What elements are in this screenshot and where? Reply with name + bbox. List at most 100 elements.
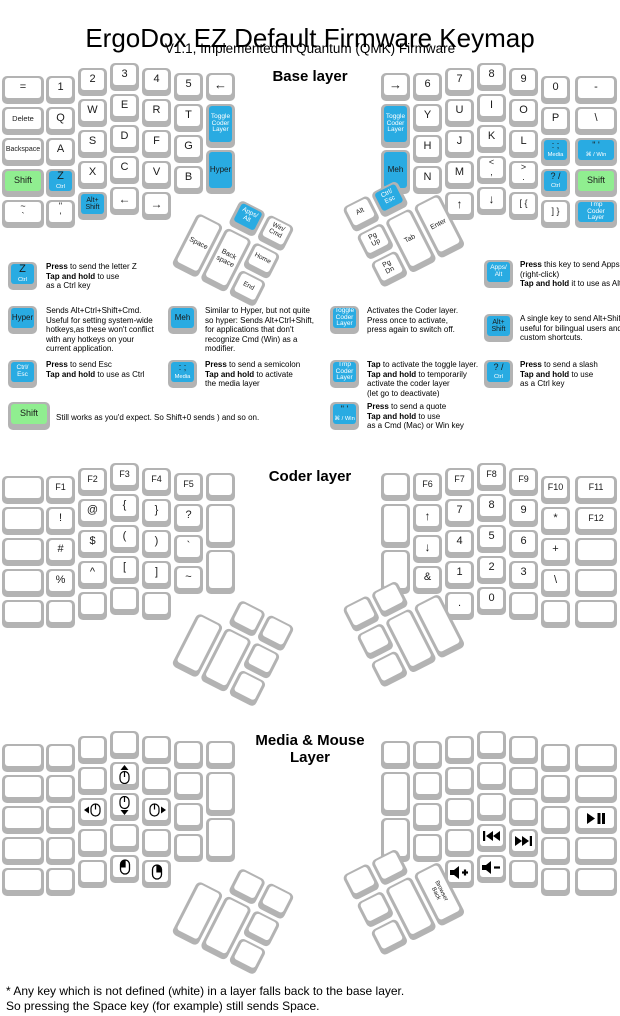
key-label: → xyxy=(389,77,402,93)
key-3: 3 xyxy=(110,63,139,91)
prev-track-icon xyxy=(483,831,500,841)
key-symbol: ) xyxy=(142,530,171,558)
key-face: I xyxy=(480,96,503,116)
key-blank xyxy=(509,798,538,826)
key-label: Apps/ Alt xyxy=(240,206,259,224)
key-label: Z xyxy=(57,171,64,183)
key-label: 6 xyxy=(520,535,527,548)
key-label: \ xyxy=(553,574,558,587)
key-q: Q xyxy=(46,107,75,135)
key-label: * xyxy=(553,512,558,525)
key-face xyxy=(113,589,136,609)
key-label: @ xyxy=(86,504,99,517)
key-shift: Shift xyxy=(575,169,617,197)
key-face: Toggle Coder Layer xyxy=(384,106,407,142)
key-label: Hyper xyxy=(11,312,34,322)
key-next-track xyxy=(509,829,538,857)
key-face xyxy=(448,800,471,820)
key-label: ] xyxy=(154,566,159,579)
key-symbol: ] xyxy=(142,561,171,589)
key-label: P xyxy=(551,112,560,125)
key-face: " ' xyxy=(49,202,72,222)
key-face: F1 xyxy=(49,478,72,498)
key-symbol: > . xyxy=(509,161,538,189)
key-face: ( xyxy=(113,527,136,547)
key-label: > . xyxy=(520,163,527,182)
key-label: Pg Up xyxy=(367,231,382,249)
key-blank xyxy=(509,736,538,764)
key-blank xyxy=(142,829,171,857)
key-face: K xyxy=(480,127,503,147)
key-label: 4 xyxy=(456,535,463,548)
key-label: Meh xyxy=(387,164,404,174)
key-blank xyxy=(575,775,617,803)
key-blank xyxy=(206,772,235,816)
key-face: < , xyxy=(480,158,503,178)
key-f2: F2 xyxy=(78,468,107,496)
key-label: Tmp Coder Layer xyxy=(587,202,605,222)
key-face: F2 xyxy=(81,470,104,490)
key-f6: F6 xyxy=(413,473,442,501)
vol-up-icon xyxy=(450,865,469,879)
key-face xyxy=(578,839,614,859)
key-face xyxy=(578,540,614,560)
key-f10: F10 xyxy=(541,476,570,504)
key-face xyxy=(81,862,104,882)
key-symbol: ! xyxy=(46,507,75,535)
key-label: F1 xyxy=(55,482,66,493)
key-x: X xyxy=(78,161,107,189)
key-blank xyxy=(46,806,75,834)
key-face: # xyxy=(49,540,72,560)
key-label: Ctrl/ Esc xyxy=(379,187,397,206)
key-f7: F7 xyxy=(445,468,474,496)
mouse-left-icon xyxy=(83,803,102,817)
key-face: Y xyxy=(416,106,439,126)
key-face xyxy=(5,777,41,797)
key-face xyxy=(480,857,503,877)
key-face: ! xyxy=(49,509,72,529)
key-label: Apps/ Alt xyxy=(490,264,507,278)
key-label: $ xyxy=(89,535,96,548)
key-face xyxy=(113,826,136,846)
key-2: 2 xyxy=(477,556,506,584)
key-u: U xyxy=(445,99,474,127)
key-face: 1 xyxy=(448,563,471,583)
key-label: Tmp Coder Layer xyxy=(335,362,354,382)
key-face: D xyxy=(113,127,136,147)
key-label: < , xyxy=(488,158,495,177)
key-blank xyxy=(78,767,107,795)
key-blank xyxy=(575,538,617,566)
key-face xyxy=(416,836,439,856)
key-face: F4 xyxy=(145,470,168,490)
key-face: ↑ xyxy=(448,194,471,214)
key-face xyxy=(81,800,104,820)
key-label: End xyxy=(242,279,256,292)
legend-text: Press this key to send Apps(right-click)… xyxy=(520,260,620,289)
key-face: H xyxy=(416,137,439,157)
key-f3: F3 xyxy=(110,463,139,491)
key-face xyxy=(209,743,232,763)
key-label: { xyxy=(122,499,127,512)
key-face xyxy=(49,746,72,766)
key-label: Hyper xyxy=(209,164,232,174)
key-f8: F8 xyxy=(477,463,506,491)
key-face: & xyxy=(416,568,439,588)
key-blank xyxy=(413,741,442,769)
key-1: 1 xyxy=(46,76,75,104)
key-blank xyxy=(46,868,75,896)
mouse-right-icon xyxy=(148,803,166,817)
key-face xyxy=(247,644,278,674)
key-blank xyxy=(509,860,538,888)
key-label: ^ xyxy=(89,566,96,579)
key-label: Toggle Coder Layer xyxy=(210,112,231,134)
key-backspace: Backspace xyxy=(2,138,44,166)
key-face: F xyxy=(145,132,168,152)
key-symbol: → xyxy=(142,192,171,220)
key-face: → xyxy=(145,194,168,214)
key-face xyxy=(384,743,407,763)
key-9: 9 xyxy=(509,68,538,96)
layer-title-base-layer: Base layer xyxy=(272,68,348,85)
key-v: V xyxy=(142,161,171,189)
